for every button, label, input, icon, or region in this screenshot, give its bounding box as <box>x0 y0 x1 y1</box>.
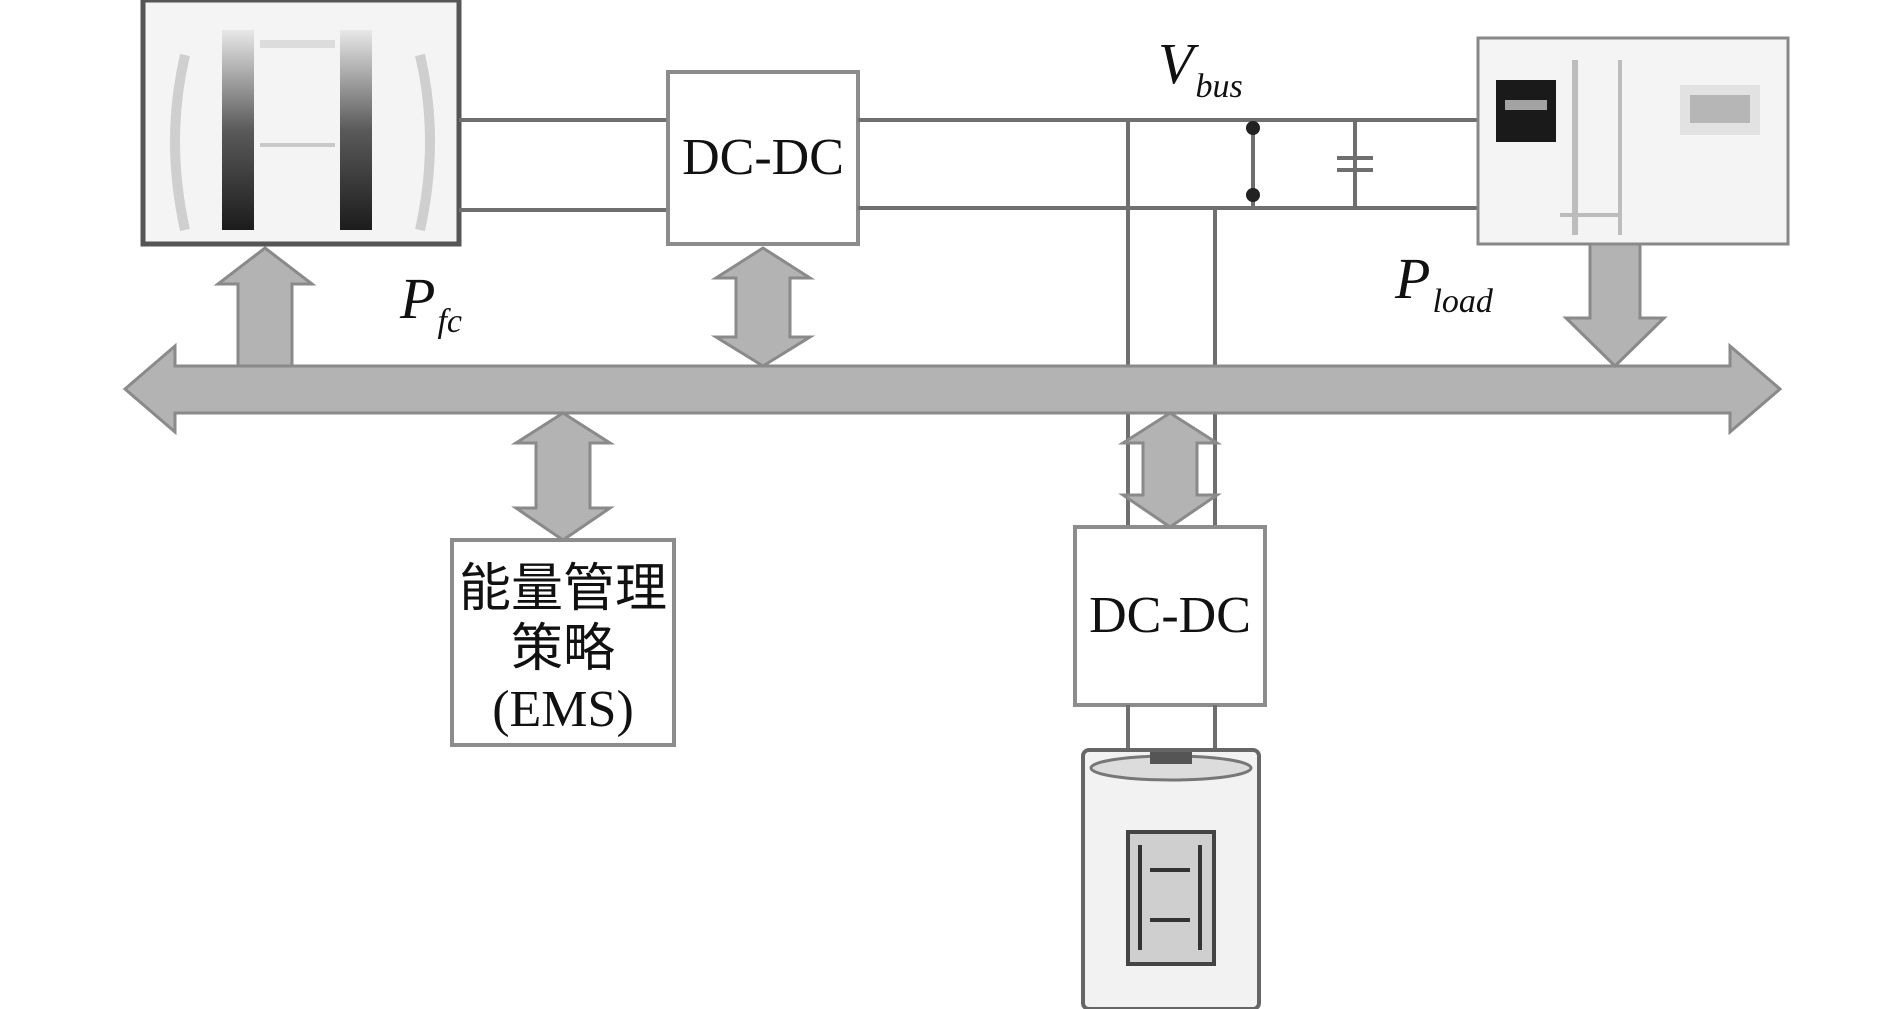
ems-label-line1: 能量管理 <box>458 561 667 618</box>
p-load-sub: load <box>1432 283 1493 320</box>
ems-label: 能量管理 策略 (EMS) <box>452 560 674 740</box>
main-bus-arrow <box>122 342 1783 436</box>
load-power-arrow <box>1562 242 1668 369</box>
v-bus-label: Vbus <box>1158 30 1243 105</box>
p-fc-main: P <box>400 266 436 331</box>
p-load-label: Pload <box>1395 245 1493 320</box>
dcdc-bottom-double-arrow <box>1117 411 1223 529</box>
p-fc-label: Pfc <box>400 265 462 340</box>
capacitor-symbol <box>1337 156 1373 172</box>
ems-box <box>450 538 676 747</box>
storage-image <box>1081 748 1261 1009</box>
dcdc-top-double-arrow <box>710 246 816 368</box>
dcdc-top-box <box>666 70 860 246</box>
dcdc-bottom-label: DC-DC <box>1089 587 1251 644</box>
fc-power-arrow <box>213 246 317 368</box>
fuel-cell-image <box>140 0 462 247</box>
dcdc-bottom-box <box>1073 525 1267 707</box>
v-bus-main: V <box>1158 31 1194 96</box>
ems-label-line3: (EMS) <box>492 681 634 738</box>
bus-node-top <box>1246 121 1260 135</box>
bus-node-bottom <box>1246 188 1260 202</box>
p-fc-sub: fc <box>437 303 462 340</box>
dcdc-top-label: DC-DC <box>682 129 844 186</box>
fc-wires <box>459 118 668 212</box>
v-bus-sub: bus <box>1195 68 1243 105</box>
load-image <box>1476 36 1790 246</box>
ems-double-arrow <box>510 411 616 542</box>
p-load-main: P <box>1395 246 1431 311</box>
ems-label-line2: 策略 <box>510 621 615 678</box>
